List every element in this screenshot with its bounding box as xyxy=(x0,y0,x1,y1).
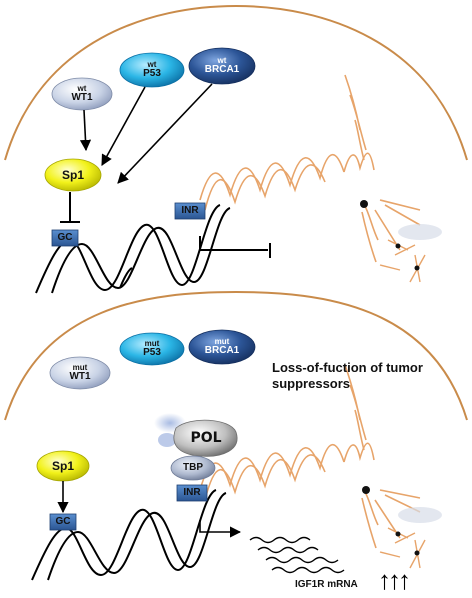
mini-chromosomes-bottom xyxy=(379,527,426,569)
sp1-label-bottom: Sp1 xyxy=(51,459,75,473)
wt-p53-line2: P53 xyxy=(143,68,161,79)
pol-label: POL xyxy=(190,430,222,446)
mut-brca1-line2: BRCA1 xyxy=(204,345,240,356)
nucleus-membrane-top xyxy=(4,4,468,161)
arrow-brca1-to-sp1 xyxy=(117,83,213,184)
gc-box-bottom xyxy=(49,513,77,531)
sp1-label-top: Sp1 xyxy=(61,168,85,182)
wt-p53-label: wt P53 xyxy=(143,61,161,79)
mut-wt1-oval xyxy=(49,356,111,390)
wt-brca1-label: wt BRCA1 xyxy=(205,57,239,75)
chromatin-bottom xyxy=(199,364,421,549)
chromatin-top xyxy=(199,74,421,263)
transcription-arrow xyxy=(199,520,242,538)
mut-brca1-oval xyxy=(188,329,256,365)
chromosome-blur-top xyxy=(398,224,442,240)
mut-wt1-label: mut WT1 xyxy=(69,364,90,382)
wt-brca1-oval xyxy=(188,47,256,85)
wt-p53-oval xyxy=(119,52,185,88)
sp1-inhibition-line xyxy=(60,192,80,223)
gc-box-top xyxy=(51,229,79,247)
wt-p53-line1: wt xyxy=(147,60,157,69)
upregulation-arrows: ↑↑↑ xyxy=(378,565,411,595)
wt-brca1-line1: wt xyxy=(217,56,227,65)
inr-box-bottom xyxy=(176,484,208,502)
mut-brca1-label: mut BRCA1 xyxy=(205,338,239,356)
dna-helix-bottom xyxy=(31,489,227,581)
mut-brca1-line1: mut xyxy=(214,337,230,346)
repression-bar-top xyxy=(199,236,271,258)
wt-wt1-line1: wt xyxy=(77,84,87,93)
mini-chromosomes-top xyxy=(379,239,426,283)
mut-wt1-line1: mut xyxy=(72,363,88,372)
wt-wt1-oval xyxy=(51,77,113,111)
mut-p53-label: mut P53 xyxy=(143,340,161,358)
igf1r-mrna-label: IGF1R mRNA xyxy=(295,579,358,590)
nucleus-membrane-bottom xyxy=(4,290,468,421)
mut-p53-line2: P53 xyxy=(143,347,161,358)
mut-wt1-line2: WT1 xyxy=(69,371,91,382)
mut-p53-oval xyxy=(119,332,185,366)
pol-shadow-blob xyxy=(158,433,176,447)
tbp-oval xyxy=(170,455,216,481)
chromosome-blur-bottom xyxy=(398,507,442,523)
inr-box-top xyxy=(174,202,206,220)
gc-label-bottom: GC xyxy=(55,516,71,527)
centromere-bottom xyxy=(362,486,370,494)
wt-wt1-line2: WT1 xyxy=(71,92,93,103)
inr-label-top: INR xyxy=(181,205,199,216)
igf1r-mrna-strands xyxy=(249,536,345,574)
sp1-oval-top xyxy=(44,158,102,192)
mut-p53-line1: mut xyxy=(144,339,160,348)
centromere-top xyxy=(360,200,368,208)
arrow-p53-to-sp1 xyxy=(101,86,146,166)
tbp-label: TBP xyxy=(183,462,203,473)
inr-label-bottom: INR xyxy=(183,487,201,498)
wt-brca1-line2: BRCA1 xyxy=(204,64,240,75)
loss-of-function-caption: Loss-of-fuction of tumor suppressors xyxy=(272,360,423,391)
wt-wt1-label: wt WT1 xyxy=(71,85,92,103)
pol-oval xyxy=(173,419,238,457)
gc-label-top: GC xyxy=(57,232,73,243)
arrow-wt1-to-sp1 xyxy=(79,109,92,152)
